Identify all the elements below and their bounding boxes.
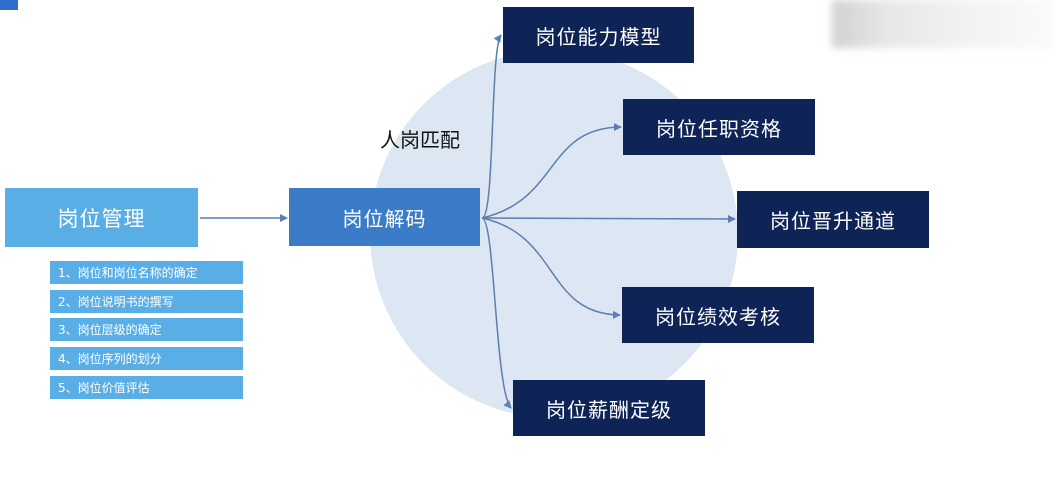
source-item-4: 4、岗位序列的划分	[50, 347, 243, 370]
source-box: 岗位管理	[5, 188, 198, 247]
match-label: 人岗匹配	[380, 128, 460, 152]
target-box-5: 岗位薪酬定级	[513, 380, 705, 436]
center-box: 岗位解码	[289, 188, 480, 246]
arrow-to-target-3	[481, 214, 736, 223]
source-item-1: 1、岗位和岗位名称的确定	[50, 261, 243, 284]
source-item-2: 2、岗位说明书的撰写	[50, 290, 243, 313]
source-item-3: 3、岗位层级的确定	[50, 318, 243, 341]
corner-mark	[0, 0, 18, 10]
arrow-to-target-5	[481, 217, 512, 409]
arrow-to-target-1	[481, 34, 502, 219]
target-box-2: 岗位任职资格	[623, 99, 815, 155]
source-item-5: 5、岗位价值评估	[50, 376, 243, 399]
target-box-4: 岗位绩效考核	[622, 287, 814, 343]
target-box-3: 岗位晋升通道	[737, 191, 929, 248]
arrow-to-target-2	[481, 123, 622, 219]
arrow-to-target-4	[481, 217, 621, 319]
target-box-1: 岗位能力模型	[503, 7, 694, 63]
blurred-area	[832, 0, 1055, 48]
